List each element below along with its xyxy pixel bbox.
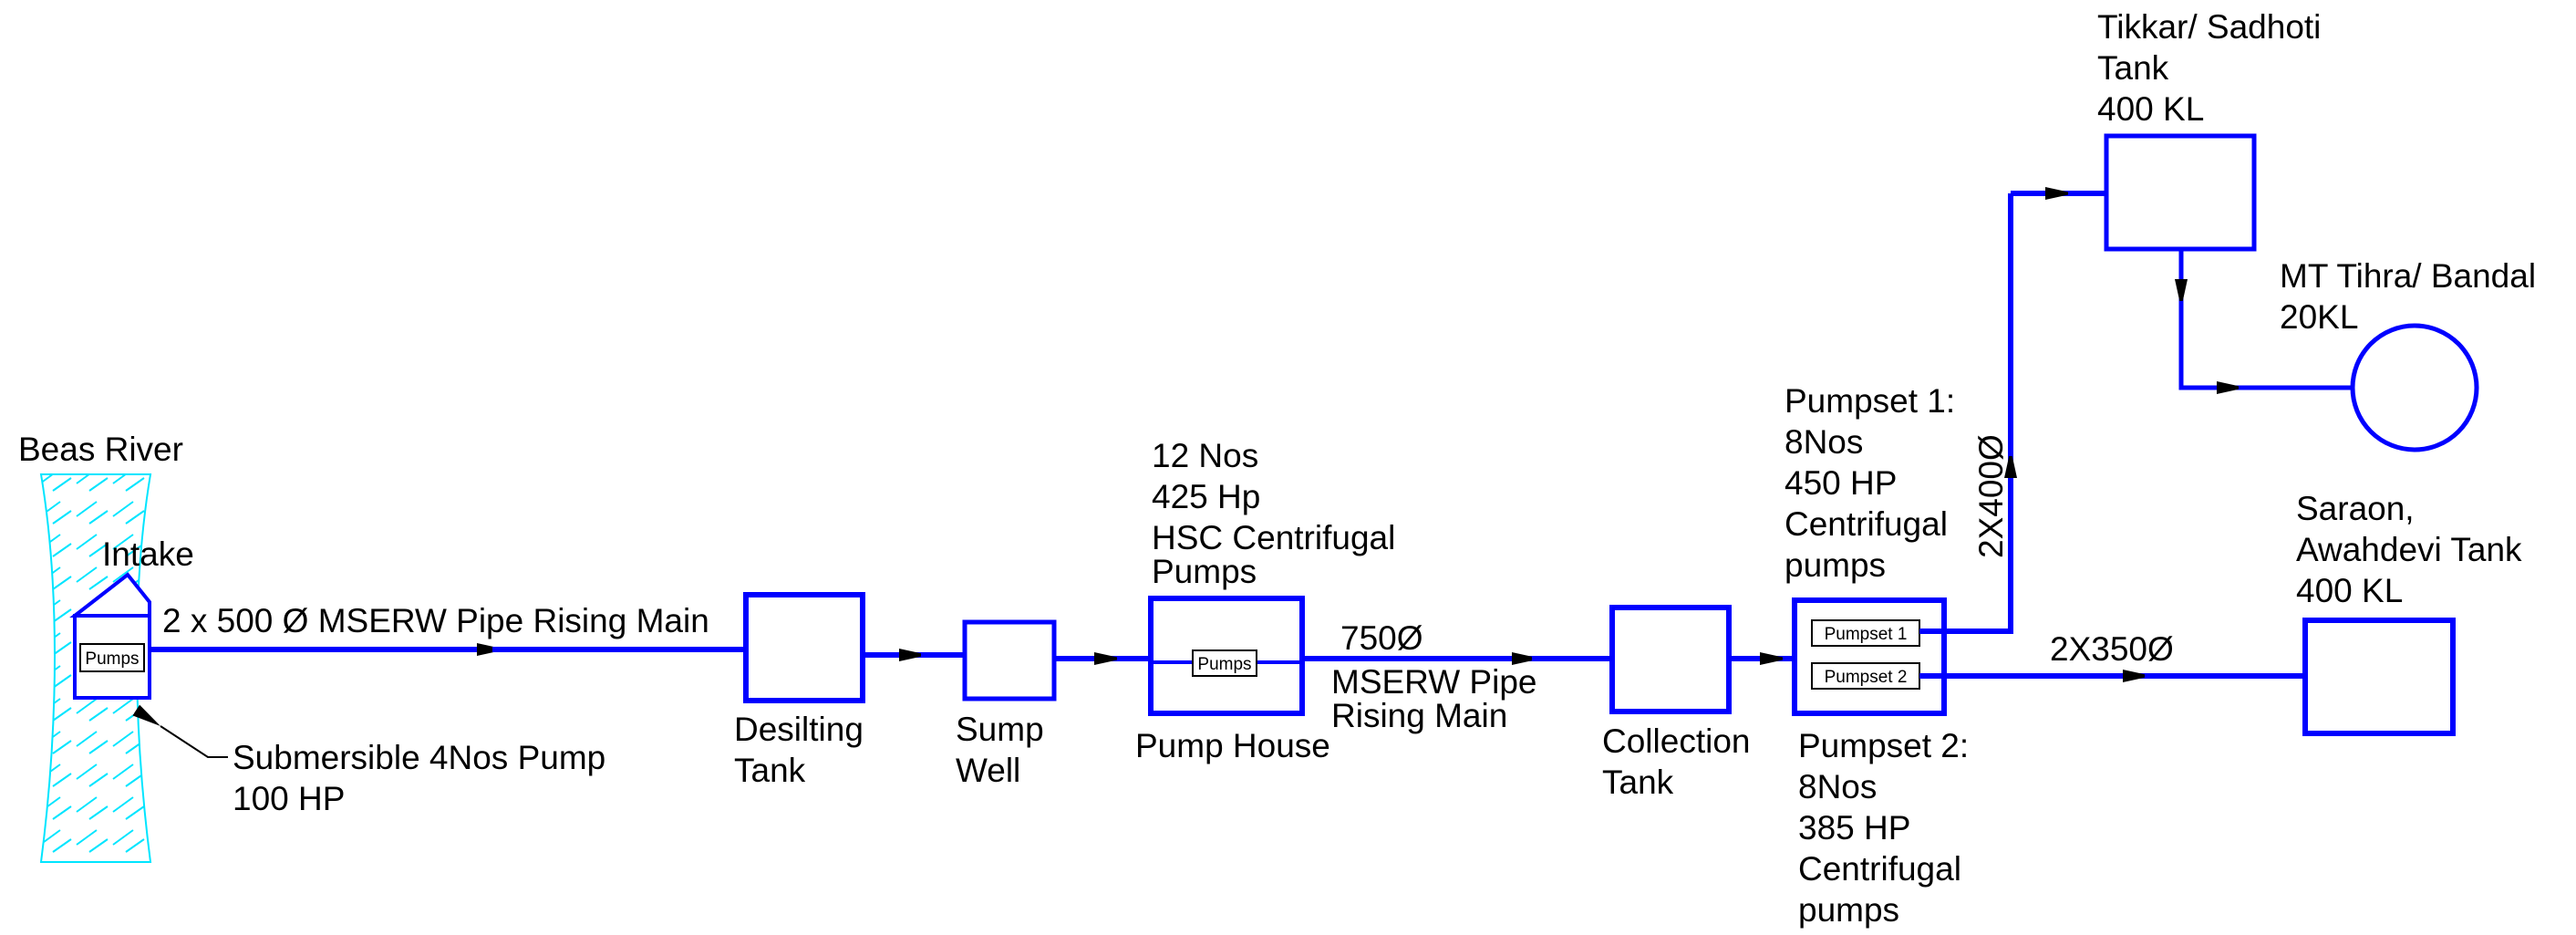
pumpset2-spec-3: 385 HP: [1798, 809, 1910, 847]
rising-main-1-label: 2 x 500 Ø MSERW Pipe Rising Main: [162, 602, 709, 639]
collection-label-2: Tank: [1602, 764, 1674, 801]
saraon-tank-box: [2302, 618, 2456, 736]
pumpset2-spec-2: 8Nos: [1798, 768, 1877, 805]
tikkar-label-1: Tikkar/ Sadhoti: [2097, 8, 2321, 46]
pumpset1-spec-4: Centrifugal: [1785, 505, 1948, 543]
tikkar-label-2: Tank: [2097, 49, 2169, 87]
collection-tank-box: [1609, 605, 1732, 714]
desilting-label-2: Tank: [734, 752, 806, 789]
pipe-400-label: 2X400Ø: [1972, 434, 2010, 558]
river-label: Beas River: [18, 431, 183, 468]
tihra-label-1: MT Tihra/ Bandal: [2280, 257, 2536, 295]
rising-main-2: 750Ø MSERW Pipe Rising Main: [1302, 619, 1612, 734]
pipe-2x350: 2X350Ø: [1919, 630, 2305, 682]
rising-main-2-label-2: Rising Main: [1331, 697, 1507, 734]
pump-house-pumps-box: [1192, 649, 1257, 677]
pumpset2-label: Pumpset 2: [1825, 668, 1908, 687]
pipe-tikkar-tihra: [2175, 249, 2353, 394]
intake-pumps-box: [79, 643, 145, 672]
intake-label: Intake: [102, 535, 194, 573]
pumpset1-spec-2: 8Nos: [1785, 423, 1863, 461]
tikkar-sadhoti-tank: Tikkar/ Sadhoti Tank 400 KL: [2097, 8, 2321, 252]
submersible-callout: Submersible 4Nos Pump 100 HP: [132, 704, 605, 817]
pump-house-pumps-label: Pumps: [1197, 655, 1251, 674]
pump-house-spec-3: HSC Centrifugal: [1152, 519, 1395, 556]
mt-tihra-bandal: MT Tihra/ Bandal 20KL: [2280, 257, 2536, 452]
submersible-line-1: Submersible 4Nos Pump: [233, 739, 605, 776]
tihra-tank-circle: [2350, 323, 2479, 452]
sump-well-box: [962, 619, 1057, 701]
pipe-2x400: 2X400Ø: [1919, 187, 2106, 634]
intake-structure: Intake Pumps: [69, 535, 194, 700]
pump-house-spec-1: 12 Nos: [1152, 437, 1258, 474]
pumpset1-spec-5: pumps: [1785, 546, 1886, 584]
intake-pumps-label: Pumps: [85, 649, 139, 669]
pumpset1-spec-1: Pumpset 1:: [1785, 382, 1955, 420]
pump-house-spec-2: 425 Hp: [1152, 478, 1260, 515]
pump-house: 12 Nos 425 Hp HSC Centrifugal Pumps Pump…: [1135, 437, 1395, 764]
rising-main-1: 2 x 500 Ø MSERW Pipe Rising Main: [150, 602, 746, 656]
collection-tank: Collection Tank: [1602, 605, 1750, 801]
desilting-tank-box: [743, 592, 865, 703]
pipe-350-label: 2X350Ø: [2050, 630, 2174, 668]
pumpset1-spec-3: 450 HP: [1785, 464, 1897, 502]
pumpset1-box: [1811, 619, 1920, 647]
submersible-line-2: 100 HP: [233, 780, 345, 817]
pumpset-station-box: [1792, 597, 1947, 716]
tikkar-label-3: 400 KL: [2097, 90, 2204, 128]
pumpset2-box: [1811, 662, 1920, 690]
pumpset2-spec-1: Pumpset 2:: [1798, 727, 1969, 764]
pumpset-station: Pumpset 1: 8Nos 450 HP Centrifugal pumps…: [1785, 382, 1969, 929]
pumpset2-spec-4: Centrifugal: [1798, 850, 1961, 888]
saraon-awahdevi-tank: Saraon, Awahdevi Tank 400 KL: [2296, 490, 2522, 736]
main-diameter-label: 750Ø: [1340, 619, 1423, 657]
pump-house-label: Pump House: [1135, 727, 1330, 764]
tikkar-tank-box: [2104, 133, 2257, 252]
pump-house-spec-4: Pumps: [1152, 553, 1257, 590]
collection-label-1: Collection: [1602, 722, 1750, 760]
sump-label-2: Well: [956, 752, 1020, 789]
desilting-label-1: Desilting: [734, 711, 864, 748]
tihra-label-2: 20KL: [2280, 298, 2358, 336]
pumpset2-spec-5: pumps: [1798, 891, 1899, 929]
saraon-label-1: Saraon,: [2296, 490, 2415, 527]
sump-well: Sump Well: [956, 619, 1057, 789]
sump-label-1: Sump: [956, 711, 1044, 748]
rising-main-2-label-1: MSERW Pipe: [1331, 663, 1537, 701]
desilting-tank: Desilting Tank: [734, 592, 865, 789]
saraon-label-2: Awahdevi Tank: [2296, 531, 2522, 568]
saraon-label-3: 400 KL: [2296, 572, 2403, 609]
pumpset1-label: Pumpset 1: [1825, 625, 1908, 644]
